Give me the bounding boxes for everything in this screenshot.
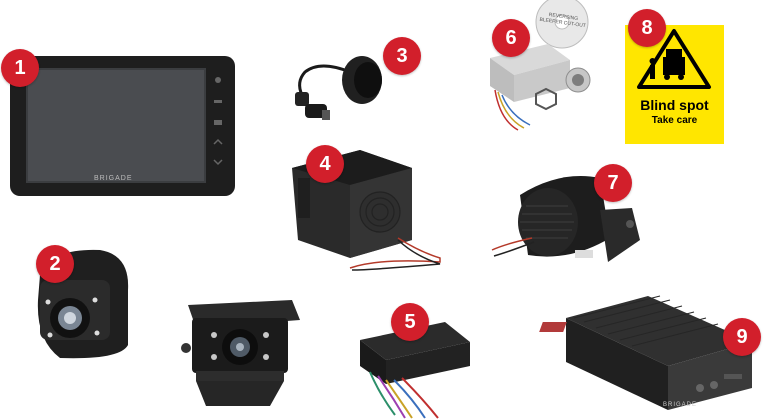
badge-9: 9 (723, 318, 761, 356)
badge-7: 7 (594, 164, 632, 202)
badge-1: 1 (1, 49, 39, 87)
badge-6: 6 (492, 19, 530, 57)
badge-5: 5 (391, 303, 429, 341)
blind-spot-sign: Blind spot Take care (625, 25, 724, 144)
monitor-brand-label: BRIGADE (94, 175, 133, 182)
sign-title: Blind spot (640, 97, 709, 113)
warning-triangle-icon (637, 29, 711, 89)
badge-4: 4 (306, 145, 344, 183)
dvr-brand-label: BRIGADE (663, 402, 698, 408)
badge-8: 8 (628, 9, 666, 47)
sign-subtitle: Take care (651, 115, 698, 126)
badge-2: 2 (36, 245, 74, 283)
badge-3: 3 (383, 37, 421, 75)
